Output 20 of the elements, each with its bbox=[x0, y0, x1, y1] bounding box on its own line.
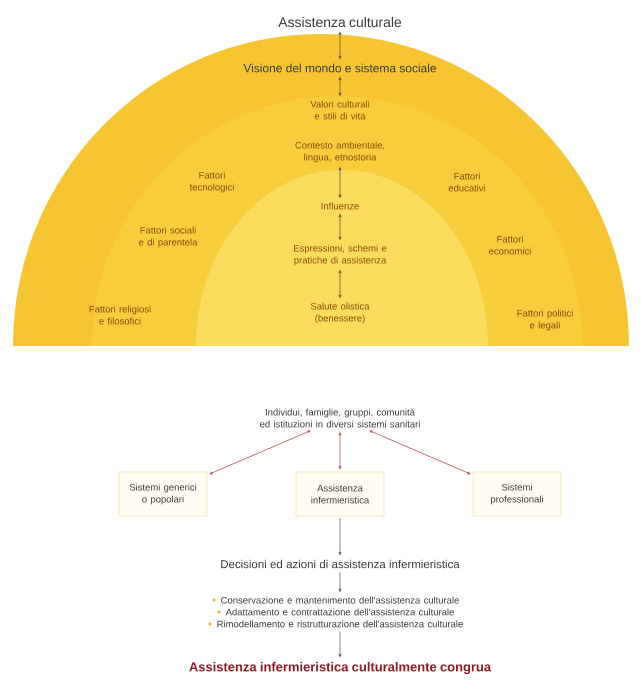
heading-text: Assistenza culturale bbox=[278, 16, 402, 28]
band-label: Contesto ambientale, lingua, etnostoria bbox=[295, 142, 384, 162]
decision-text: Decisioni ed azioni di assistenza infermieristica bbox=[221, 560, 460, 568]
factor-label: Fattori tecnologici bbox=[190, 172, 234, 192]
factor-label: Fattori religiosi e filosofici bbox=[90, 306, 150, 324]
system-box: Assistenza infermieristica bbox=[296, 472, 384, 516]
factor-label: Fattori educativi bbox=[448, 172, 486, 192]
result-text: Assistenza infermieristica culturalmente congrua bbox=[189, 662, 492, 674]
system-box: Sistemi generici o popolari bbox=[118, 472, 208, 516]
band-label: Influenze bbox=[322, 202, 359, 210]
caption-text: Individui, famiglie, gruppi, comunità ed istituzioni in diversi sistemi sanitari bbox=[260, 408, 420, 428]
factor-label: Fattori economici bbox=[489, 236, 531, 254]
band-label: Espressioni, schemi e pratiche di assistenza bbox=[294, 244, 386, 266]
factor-label: Fattori sociali e di parentela bbox=[139, 226, 198, 248]
band-label: Salute olistica (benessere) bbox=[310, 302, 370, 324]
factor-label: Fattori politici e legali bbox=[518, 310, 573, 330]
action-list: Conservazione e mantenimento dell'assistenza culturale Adattamento e contrattazione dell'assistenza culturale Rimodellamento e ristrutturazione dell'assistenza culturale bbox=[218, 596, 463, 628]
band-label: Visione del mondo e sistema sociale bbox=[243, 64, 436, 72]
band-label: Valori culturali e stili di vita bbox=[310, 100, 370, 120]
system-box: Sistemi professionali bbox=[472, 472, 562, 516]
